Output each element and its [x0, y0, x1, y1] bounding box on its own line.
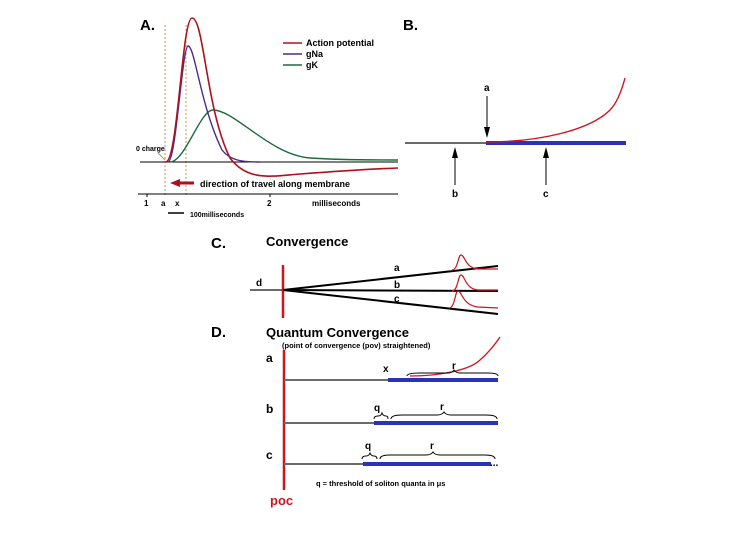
- row-a-r-label: r: [452, 361, 456, 372]
- row-a-label: a: [266, 351, 273, 365]
- branch-c-label: c: [394, 294, 400, 305]
- arrow-b-label: b: [452, 189, 458, 200]
- row-c-r-brace: [379, 451, 496, 460]
- row-c-r-label: r: [430, 441, 434, 452]
- footnote: q = threshold of soliton quanta in μs: [316, 479, 445, 488]
- row-b-r-label: r: [440, 402, 444, 413]
- row-c-dots: ...: [490, 458, 499, 469]
- zero-charge-pointer: [157, 152, 166, 161]
- branch-b-label: b: [394, 280, 400, 291]
- branch-a-label: a: [394, 263, 400, 274]
- panel-a-label: A.: [140, 17, 155, 34]
- tick-label-a: a: [161, 199, 166, 208]
- zero-charge-label: 0 charge: [136, 146, 165, 153]
- row-c-blue: [363, 462, 491, 466]
- panel-d-label: D.: [211, 324, 226, 341]
- row-a-blue: [388, 378, 498, 382]
- row-b-label: b: [266, 402, 273, 416]
- tick-label-2: 2: [267, 199, 272, 208]
- tick-label-1: 1: [144, 199, 149, 208]
- gk-curve: [169, 109, 399, 163]
- axon-blue-segment: [486, 141, 626, 145]
- row-c-q-label: q: [365, 441, 371, 452]
- arrow-a-label: a: [484, 83, 490, 94]
- rising-curve: [485, 77, 626, 143]
- arrow-a-head: [484, 127, 490, 138]
- pulse-b: [451, 274, 498, 292]
- label-d: d: [256, 278, 262, 289]
- panel-c-title: Convergence: [266, 234, 348, 249]
- pulse-a: [451, 254, 498, 271]
- row-c-label: c: [266, 448, 273, 462]
- direction-arrow-head: [170, 179, 180, 187]
- panel-b-label: B.: [403, 17, 418, 34]
- legend-gk: gK: [306, 60, 318, 70]
- scale-bar-label: 100milliseconds: [190, 212, 244, 219]
- row-c-q-brace: [361, 451, 378, 460]
- panel-d: D. Quantum Convergence (point of converg…: [211, 324, 501, 508]
- row-a-curve: [409, 336, 501, 377]
- tick-label-x: x: [175, 199, 180, 208]
- panel-c-label: C.: [211, 235, 226, 252]
- axis-label: milliseconds: [312, 199, 361, 208]
- panel-d-title: Quantum Convergence: [266, 325, 409, 340]
- action-potential-curve: [165, 17, 399, 177]
- row-b-r-brace: [390, 411, 498, 420]
- row-b-q-brace: [373, 411, 389, 420]
- legend-action-potential: Action potential: [306, 38, 374, 48]
- row-a-x-label: x: [383, 364, 389, 375]
- row-b-q-label: q: [374, 403, 380, 414]
- panel-d-subtitle: (point of convergence (pov) straightened…: [282, 341, 431, 350]
- branch-b: [282, 289, 499, 292]
- arrow-c-label: c: [543, 189, 549, 200]
- panel-c: C. Convergence d a b c: [211, 234, 499, 318]
- row-a-r-brace: [406, 369, 499, 377]
- panel-b: B. a b c: [403, 17, 626, 200]
- arrow-b-head: [452, 147, 458, 158]
- panel-a: A. Action potential gNa gK 0 charge dire…: [136, 17, 399, 219]
- branch-a: [282, 265, 499, 291]
- pulse-c: [448, 290, 499, 309]
- row-b-blue: [374, 421, 498, 425]
- arrow-c-head: [543, 147, 549, 158]
- legend-gna: gNa: [306, 49, 324, 59]
- direction-label: direction of travel along membrane: [200, 179, 350, 189]
- branch-c: [282, 289, 499, 315]
- poc-label: poc: [270, 493, 293, 508]
